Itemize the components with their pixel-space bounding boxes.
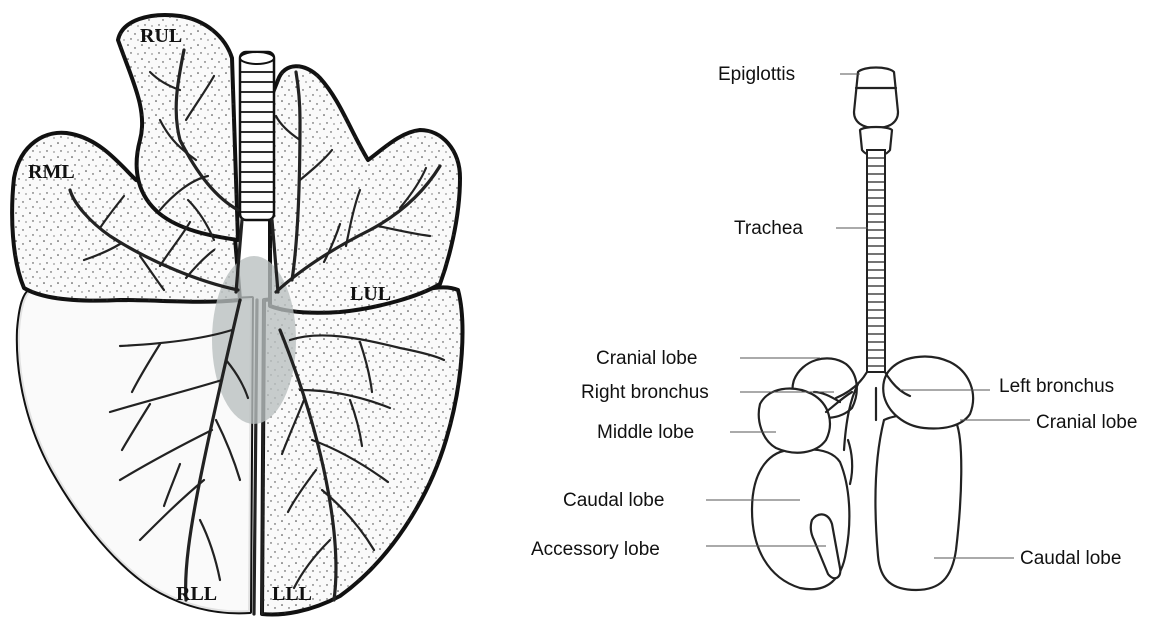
right-bronchus-label: Right bronchus bbox=[581, 382, 709, 403]
epiglottis-illustration bbox=[854, 68, 898, 157]
trachea-label: Trachea bbox=[734, 218, 803, 239]
rll-label: RLL bbox=[176, 583, 217, 605]
rml-label: RML bbox=[28, 161, 75, 183]
epiglottis-label: Epiglottis bbox=[718, 64, 795, 85]
lll-label: LLL bbox=[272, 583, 312, 605]
caudal-lobe-right-label: Caudal lobe bbox=[563, 490, 664, 511]
left-lung-illustration: RUL RML LUL RLL LLL bbox=[12, 15, 462, 614]
left-bronchus-label: Left bronchus bbox=[999, 376, 1114, 397]
accessory-lobe-label: Accessory lobe bbox=[531, 539, 660, 560]
middle-lobe-label: Middle lobe bbox=[597, 422, 694, 443]
rul-label: RUL bbox=[140, 25, 182, 47]
cranial-lobe-right-label: Cranial lobe bbox=[596, 348, 697, 369]
caudal-lobe-left-label: Caudal lobe bbox=[1020, 548, 1121, 569]
lul-label: LUL bbox=[350, 283, 391, 305]
middle-lobe bbox=[759, 389, 830, 453]
right-respiratory-schematic: Epiglottis Trachea Cranial lobe Right br… bbox=[531, 64, 1137, 590]
left-caudal-lobe bbox=[876, 414, 962, 590]
trachea-schematic bbox=[867, 150, 885, 372]
cranial-lobe-left-label: Cranial lobe bbox=[1036, 412, 1137, 433]
